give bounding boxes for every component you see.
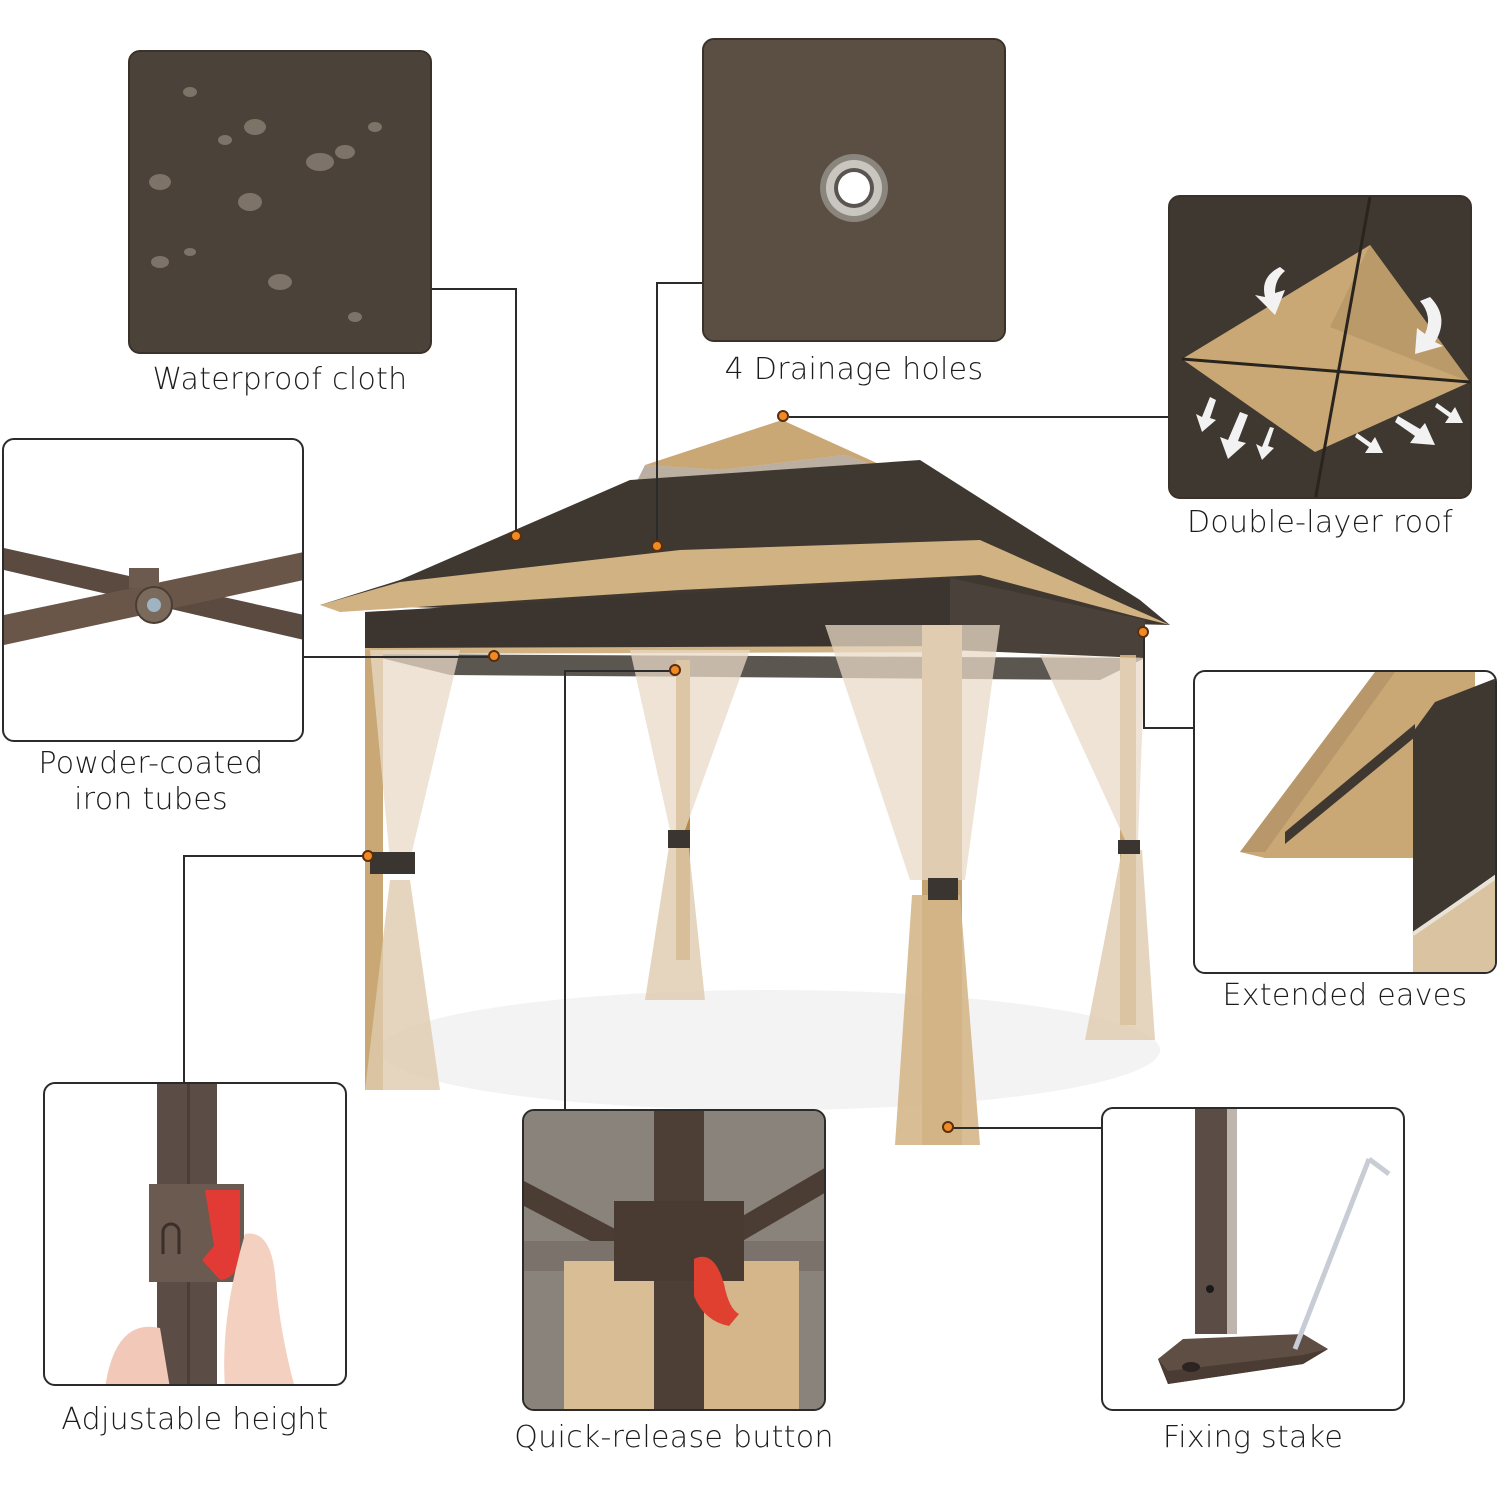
connector-quick-v [564, 670, 566, 1110]
caption-drainage-holes: 4 Drainage holes [724, 352, 984, 387]
connector-quick-h [564, 670, 676, 672]
red-release-button [202, 1190, 240, 1280]
callout-dot-quick [669, 664, 681, 676]
connector-stake-h [952, 1127, 1102, 1129]
connector-waterproof-v [515, 288, 517, 536]
callout-dot-drainage [651, 540, 663, 552]
quick-release-image [524, 1111, 824, 1409]
roof-airflow-image [1170, 197, 1470, 497]
callout-dot-tubes [488, 650, 500, 662]
grommet-image [704, 40, 1004, 340]
caption-fixing-stake: Fixing stake [1162, 1420, 1344, 1455]
caption-iron-tubes: Powder-coated iron tubes [0, 746, 302, 818]
connector-height-v [183, 855, 185, 1083]
fixing-stake-image [1158, 1109, 1391, 1384]
feature-panel-quick-release [522, 1109, 826, 1411]
callout-dot-waterproof [510, 530, 522, 542]
adjustable-leg-image [105, 1084, 294, 1384]
caption-iron-tubes-line2: iron tubes [74, 782, 228, 817]
caption-waterproof-cloth: Waterproof cloth [152, 362, 408, 397]
red-quick-release-lever [694, 1256, 739, 1326]
iron-tubes-image [4, 548, 302, 645]
connector-waterproof-h [430, 288, 516, 290]
connector-tubes-h [304, 656, 494, 658]
callout-dot-height [362, 850, 374, 862]
feature-panel-double-layer-roof [1168, 195, 1472, 499]
airflow-arrow-icons [1196, 267, 1463, 460]
feature-panel-extended-eaves [1193, 670, 1497, 974]
caption-double-layer-roof: Double-layer roof [1187, 505, 1453, 540]
callout-dot-roof [777, 410, 789, 422]
caption-extended-eaves: Extended eaves [1222, 978, 1468, 1013]
gazebo-illustration [300, 400, 1200, 1160]
feature-panel-drainage-holes [702, 38, 1006, 342]
eaves-image [1240, 672, 1495, 972]
water-droplets-image [130, 52, 430, 352]
connector-eaves-v [1143, 632, 1145, 728]
callout-dot-stake [942, 1121, 954, 1133]
feature-panel-fixing-stake [1101, 1107, 1405, 1411]
caption-adjustable-height: Adjustable height [61, 1402, 329, 1437]
connector-drainage-h [657, 282, 703, 284]
caption-quick-release: Quick-release button [514, 1420, 834, 1455]
connector-height-h [183, 855, 368, 857]
feature-panel-waterproof-cloth [128, 50, 432, 354]
connector-roof-h [789, 416, 1170, 418]
callout-dot-eaves [1137, 626, 1149, 638]
caption-iron-tubes-line1: Powder-coated [38, 746, 264, 781]
feature-panel-iron-tubes [2, 438, 304, 742]
connector-eaves-h [1143, 727, 1195, 729]
feature-panel-adjustable-height [43, 1082, 347, 1386]
connector-drainage-v [656, 282, 658, 546]
